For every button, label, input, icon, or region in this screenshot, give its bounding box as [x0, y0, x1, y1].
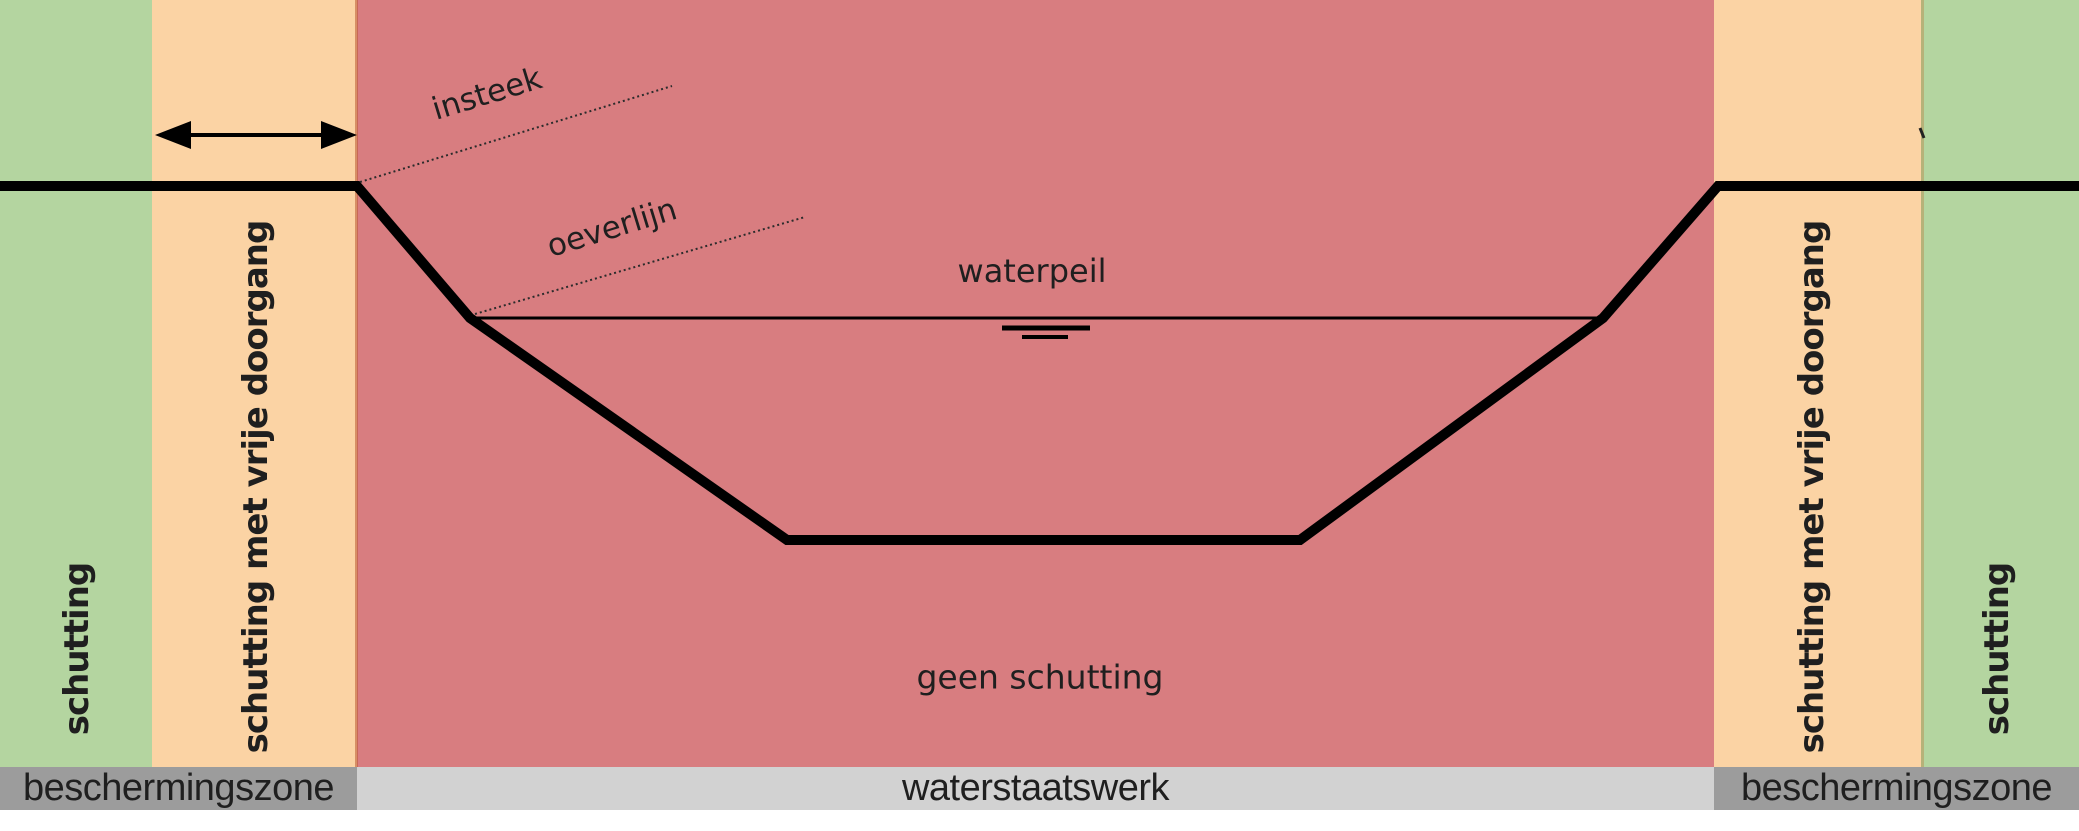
zone-boundary-line-right [1921, 0, 1924, 767]
bar-beschermingszone-right: beschermingszone [1714, 767, 2079, 810]
zone-label-geen-schutting: geen schutting [916, 657, 1164, 697]
zone-label-schutting-right: schutting [1977, 562, 2017, 736]
bar-label-waterstaatswerk: waterstaatswerk [901, 767, 1170, 809]
zone-center-red [357, 0, 1714, 767]
bar-label-beschermingszone-right: beschermingszone [1741, 767, 2052, 809]
zone-label-vrije-doorgang-right: schutting met vrije doorgang [1792, 220, 1832, 754]
bar-label-beschermingszone-left: beschermingszone [23, 767, 334, 809]
bar-beschermingszone-left: beschermingszone [0, 767, 357, 810]
zone-label-vrije-doorgang-left: schutting met vrije doorgang [236, 220, 276, 754]
bar-waterstaatswerk: waterstaatswerk [357, 767, 1714, 810]
waterpeil-label: waterpeil [957, 252, 1107, 290]
zone-boundary-line-left [355, 0, 358, 767]
zone-label-schutting-left: schutting [57, 562, 97, 736]
